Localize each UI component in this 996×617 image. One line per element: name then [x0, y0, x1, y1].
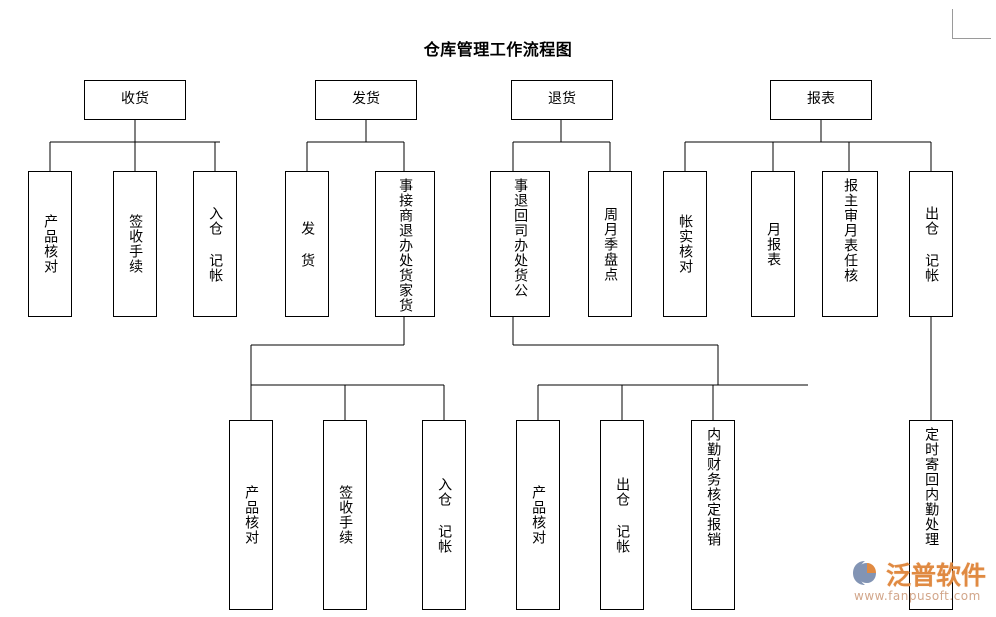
node-report-approval-col1: 报主审	[842, 178, 859, 223]
node-shipping-head[interactable]: 发货	[315, 80, 417, 120]
fanpu-logo-icon	[853, 561, 876, 585]
page-margin-corner-mark	[952, 9, 991, 39]
node-ship-goods[interactable]: 发 货	[285, 171, 329, 317]
watermark-url: www.fanpusoft.com	[854, 589, 981, 603]
node-product-check-receiving[interactable]: 产品核对	[28, 171, 72, 317]
node-ledger-stock-reconciliation[interactable]: 帐实核对	[663, 171, 707, 317]
node-handle-return-to-company[interactable]: 事退回司办处货公	[490, 171, 550, 317]
node-handle-return-to-company-col1: 事退回司	[512, 178, 529, 238]
node-product-check-shipping-returns[interactable]: 产品核对	[229, 420, 273, 610]
node-signoff-procedure-receiving[interactable]: 签收手续	[113, 171, 157, 317]
node-outbound-bookkeeping-reports[interactable]: 出仓 记帐	[909, 171, 953, 317]
node-outbound-bookkeeping-returns[interactable]: 出仓 记帐	[600, 420, 644, 610]
watermark-brand: 泛普软件	[886, 561, 987, 590]
node-handle-return-to-company-col2: 办处货公	[512, 238, 529, 298]
node-inbound-bookkeeping-receiving[interactable]: 入仓 记帐	[193, 171, 237, 317]
node-product-check-returns[interactable]: 产品核对	[516, 420, 560, 610]
node-report-approval-col2: 月表任核	[842, 223, 859, 283]
node-handle-merchant-returns-col1: 事接商退	[397, 178, 414, 238]
node-weekly-monthly-quarterly-inventory[interactable]: 周月季盘点	[588, 171, 632, 317]
node-signoff-procedure-shipping-returns[interactable]: 签收手续	[323, 420, 367, 610]
page-title: 仓库管理工作流程图	[423, 40, 573, 59]
node-report-approval[interactable]: 报主审月表任核	[822, 171, 878, 317]
node-receiving-head[interactable]: 收货	[84, 80, 186, 120]
watermark: 泛普软件 www.fanpusoft.com	[852, 556, 992, 612]
node-monthly-report[interactable]: 月报表	[751, 171, 795, 317]
node-admin-finance-reimbursement[interactable]: 内勤财务核定报销	[691, 420, 735, 610]
node-reports-head[interactable]: 报表	[770, 80, 872, 120]
node-inbound-bookkeeping-shipping-returns[interactable]: 入仓 记帐	[422, 420, 466, 610]
node-returns-head[interactable]: 退货	[511, 80, 613, 120]
node-handle-merchant-returns[interactable]: 事接商退办处货家货	[375, 171, 435, 317]
node-handle-merchant-returns-col2: 办处货家货	[397, 238, 414, 313]
node-periodic-mail-to-admin[interactable]: 定时寄回内勤处理	[909, 420, 953, 610]
